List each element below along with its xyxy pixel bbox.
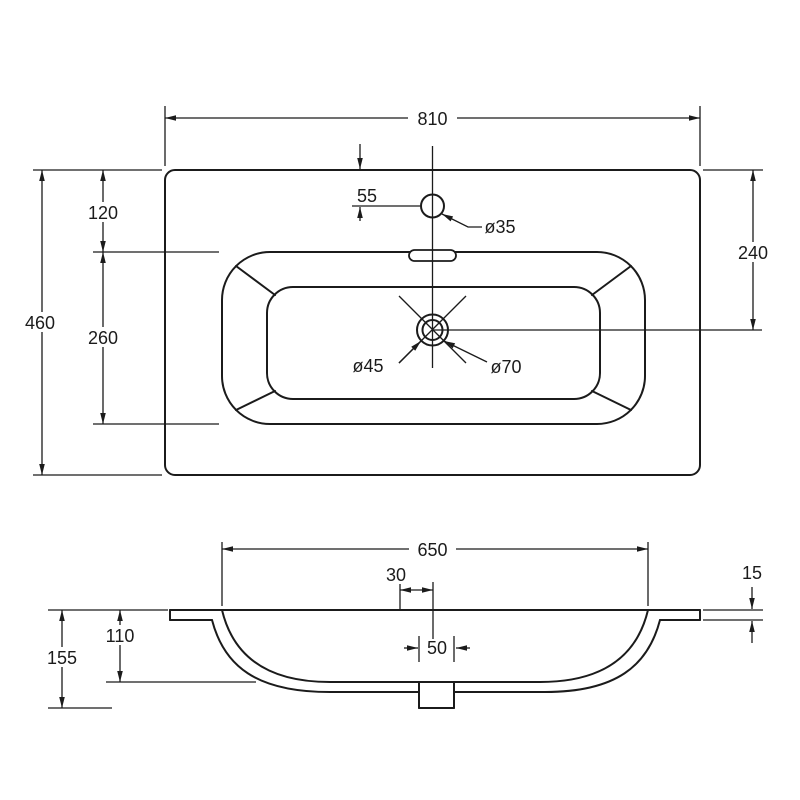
dim-120: 120 (81, 170, 219, 253)
dim-240-label: 240 (738, 243, 768, 263)
top-view: 810 460 120 260 240 (18, 106, 775, 476)
dim-15-label: 15 (742, 563, 762, 583)
dim-d35-label: ø35 (484, 217, 515, 237)
dim-d70-label: ø70 (490, 357, 521, 377)
dim-260-label: 260 (88, 328, 118, 348)
dim-30: 30 (381, 565, 434, 640)
bowl-bottom-edge (266, 286, 601, 400)
section-profile (169, 609, 701, 709)
dim-55: 55 (350, 144, 420, 221)
dim-110-label: 110 (106, 626, 135, 646)
dim-810-label: 810 (417, 109, 447, 129)
dim-155: 155 (40, 610, 112, 709)
bowl-corner-lines (235, 265, 632, 411)
dim-650: 650 (221, 539, 649, 606)
dim-155-label: 155 (47, 648, 77, 668)
drain-inner-circle (421, 319, 444, 341)
dim-650-label: 650 (417, 540, 447, 560)
drain-recess-circle (416, 313, 449, 347)
dim-120-label: 120 (88, 203, 118, 223)
dim-460-label: 460 (25, 313, 55, 333)
label-drain-dia: ø45 ø70 (352, 356, 521, 377)
section-view: 650 30 15 110 155 (40, 539, 763, 709)
dim-110: 110 (48, 609, 256, 683)
dim-260: 260 (81, 252, 219, 425)
dim-d45-label: ø45 (352, 356, 383, 376)
dim-15: 15 (703, 563, 763, 643)
faucet-hole (420, 193, 445, 219)
centerlines (431, 146, 762, 368)
drain-outlet (418, 681, 455, 709)
dim-30-label: 30 (386, 565, 406, 585)
bowl-inner-surface (221, 609, 649, 683)
dim-810: 810 (164, 106, 701, 166)
drain-hole (398, 295, 488, 364)
dim-55-label: 55 (357, 186, 377, 206)
label-faucet-dia: ø35 (441, 213, 516, 237)
dim-460: 460 (18, 169, 162, 476)
dim-50-label: 50 (427, 638, 447, 658)
dim-50: 50 (404, 636, 470, 662)
dim-240: 240 (703, 169, 775, 330)
